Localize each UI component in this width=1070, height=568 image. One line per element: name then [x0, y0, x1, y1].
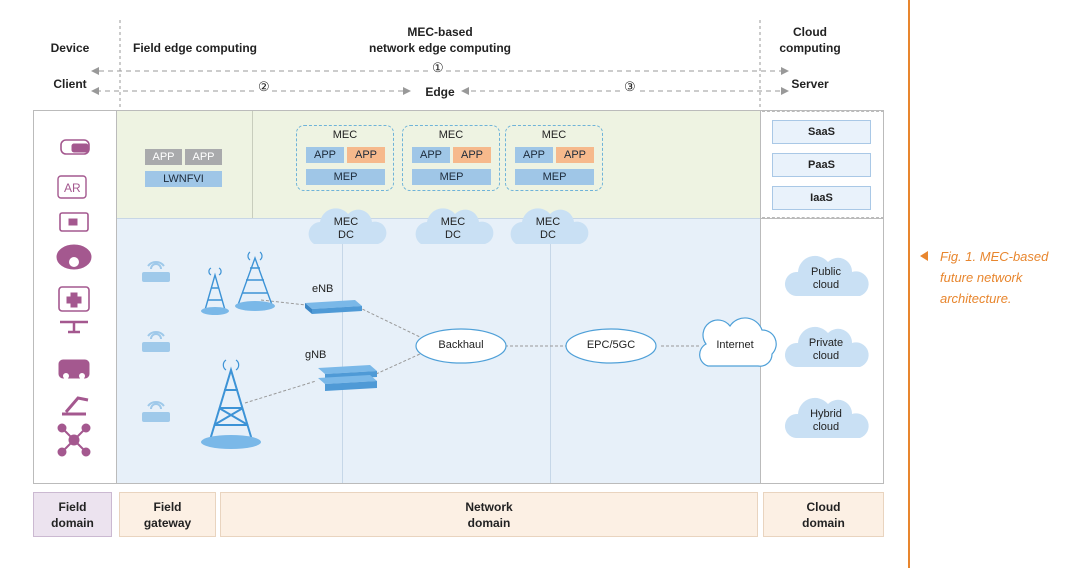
mec-mep: MEP [412, 169, 491, 185]
mec-mep: MEP [515, 169, 594, 185]
header-mec-line2: network edge computing [368, 41, 511, 55]
mec-title: MEC [438, 129, 464, 141]
mec-box-1: MEC APP APP MEP [296, 125, 394, 191]
tower-base [235, 301, 275, 311]
molecule-network-icon [57, 423, 91, 457]
robot-arm-icon [62, 396, 89, 416]
paas-box: PaaS [772, 153, 871, 177]
cloud-stack-zone [762, 111, 884, 218]
ar-icon-label: AR [64, 181, 81, 195]
public-cloud-shape [784, 255, 869, 296]
private-cloud-shape [784, 326, 869, 367]
router-icon [142, 272, 170, 422]
gnb-label: gNB [305, 349, 327, 361]
mec-dc-cloud [510, 208, 589, 244]
mec-dc-cloud [308, 208, 387, 244]
internet-cloud [699, 317, 777, 367]
label-edge: Edge [425, 85, 455, 99]
mec-dc-cloud [415, 208, 494, 244]
enb-device [305, 300, 362, 314]
ar-icon [57, 175, 87, 199]
backhaul-label: Backhaul [438, 339, 484, 351]
epc-node [565, 328, 657, 364]
tower-base [201, 435, 261, 449]
tower-icon [204, 255, 273, 311]
mec-title: MEC [332, 129, 358, 141]
header-mec-line1: MEC-based [407, 25, 473, 39]
mec-app: APP [453, 147, 491, 163]
mec-mep: MEP [306, 169, 385, 185]
mec-app: APP [556, 147, 594, 163]
mec-title: MEC [541, 129, 567, 141]
gateway-app-1: APP [145, 149, 182, 165]
figure-caption: Fig. 1. MEC-based future network archite… [940, 249, 1049, 306]
mec-box-2: MEC APP APP MEP [402, 125, 500, 191]
gnb-device [318, 365, 377, 391]
tower-icon [209, 366, 253, 441]
header-device: Device [50, 41, 90, 55]
gateway-app-2: APP [185, 149, 222, 165]
gateway-lwnfvi: LWNFVI [145, 171, 222, 187]
label-client: Client [53, 77, 87, 91]
header-cloud-line1: Cloud [793, 25, 827, 39]
main-frame [33, 110, 884, 484]
zone-separator [550, 218, 551, 483]
header-field-edge: Field edge computing [132, 41, 257, 55]
iaas-box: IaaS [772, 186, 871, 210]
zone-separator [342, 218, 343, 483]
internet-label: Internet [716, 339, 754, 351]
mec-app: APP [515, 147, 553, 163]
epc-label: EPC/5GC [586, 339, 636, 351]
mec-app: APP [412, 147, 450, 163]
mec-app: APP [306, 147, 344, 163]
backhaul-node [415, 328, 507, 364]
zone-separator [760, 111, 761, 483]
cloud-zone-divider [761, 218, 884, 219]
mec-app: APP [347, 147, 385, 163]
header-cloud-line2: computing [779, 41, 841, 55]
caption-arrow-icon [920, 251, 928, 261]
label-server: Server [791, 77, 829, 91]
saas-box: SaaS [772, 120, 871, 144]
tower-base [201, 307, 229, 315]
zone-separator [116, 111, 117, 483]
field-gateway-zone [116, 111, 253, 218]
drone-icon [60, 320, 88, 334]
marker-3: ③ [624, 79, 636, 94]
hybrid-cloud-shape [784, 397, 869, 438]
enb-label: eNB [312, 283, 334, 295]
marker-1: ① [432, 60, 444, 75]
marker-2: ② [258, 79, 270, 94]
mec-box-3: MEC APP APP MEP [505, 125, 603, 191]
